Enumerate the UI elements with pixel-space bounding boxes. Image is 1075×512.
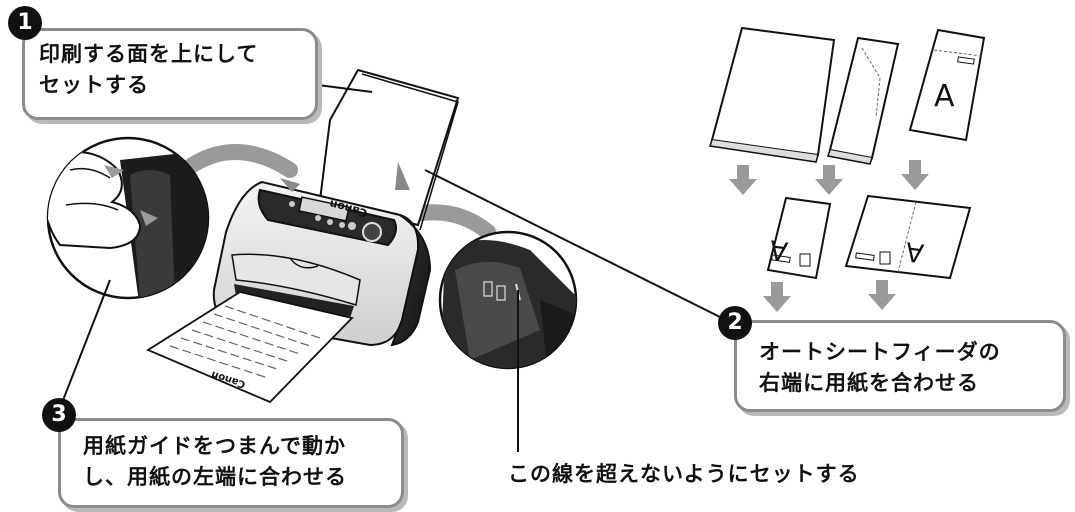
envelope-letter: A (934, 79, 955, 114)
leader-line-step1 (317, 84, 373, 93)
step-1-callout: 印刷する面を上にして セットする (22, 28, 318, 120)
envelope-inverted-wide-icon: A (844, 194, 972, 280)
step-3-line-2: し、用紙の左端に合わせる (83, 465, 347, 489)
power-button (362, 222, 382, 242)
zoom-circle-limit-mark (438, 230, 578, 370)
paper-stack (318, 68, 460, 227)
leader-line-step3 (59, 279, 111, 409)
down-arrows-row-2 (763, 280, 896, 312)
step-1-line-2: セットする (39, 73, 149, 97)
envelope-inverted-small-icon: A (766, 196, 832, 280)
step-2-line-2: 右端に用紙を合わせる (759, 371, 979, 395)
step-3-callout: 用紙ガイドをつまんで動か し、用紙の左端に合わせる (58, 418, 404, 508)
envelope-wide-letter: A (904, 235, 926, 267)
step-2-callout: オートシートフィーダの 右端に用紙を合わせる (734, 320, 1066, 412)
down-arrows-row-1 (729, 160, 929, 195)
long-envelope-icon (827, 36, 900, 165)
step-1-line-1: 印刷する面を上にして (39, 42, 259, 66)
step-3-line-1: 用紙ガイドをつまんで動か (83, 434, 346, 458)
limit-line-note: この線を超えないようにセットする (508, 462, 860, 486)
leader-line-step2 (424, 169, 723, 319)
envelope-inverted-letter: A (768, 233, 790, 265)
zoom-circle-paper-guide (46, 136, 210, 300)
zoom-arrow-left (180, 144, 298, 178)
lcd-display (298, 196, 350, 222)
step-3-badge: 3 (42, 398, 76, 432)
printer: Canon Canon (146, 68, 460, 404)
paper-sheet-icon (709, 26, 836, 163)
step-2-badge: 2 (718, 306, 752, 340)
step-1-badge: 1 (8, 6, 42, 40)
step-2-line-1: オートシートフィーダの (759, 340, 1001, 364)
envelope-a-icon: A (908, 28, 986, 142)
output-paper (146, 291, 354, 404)
